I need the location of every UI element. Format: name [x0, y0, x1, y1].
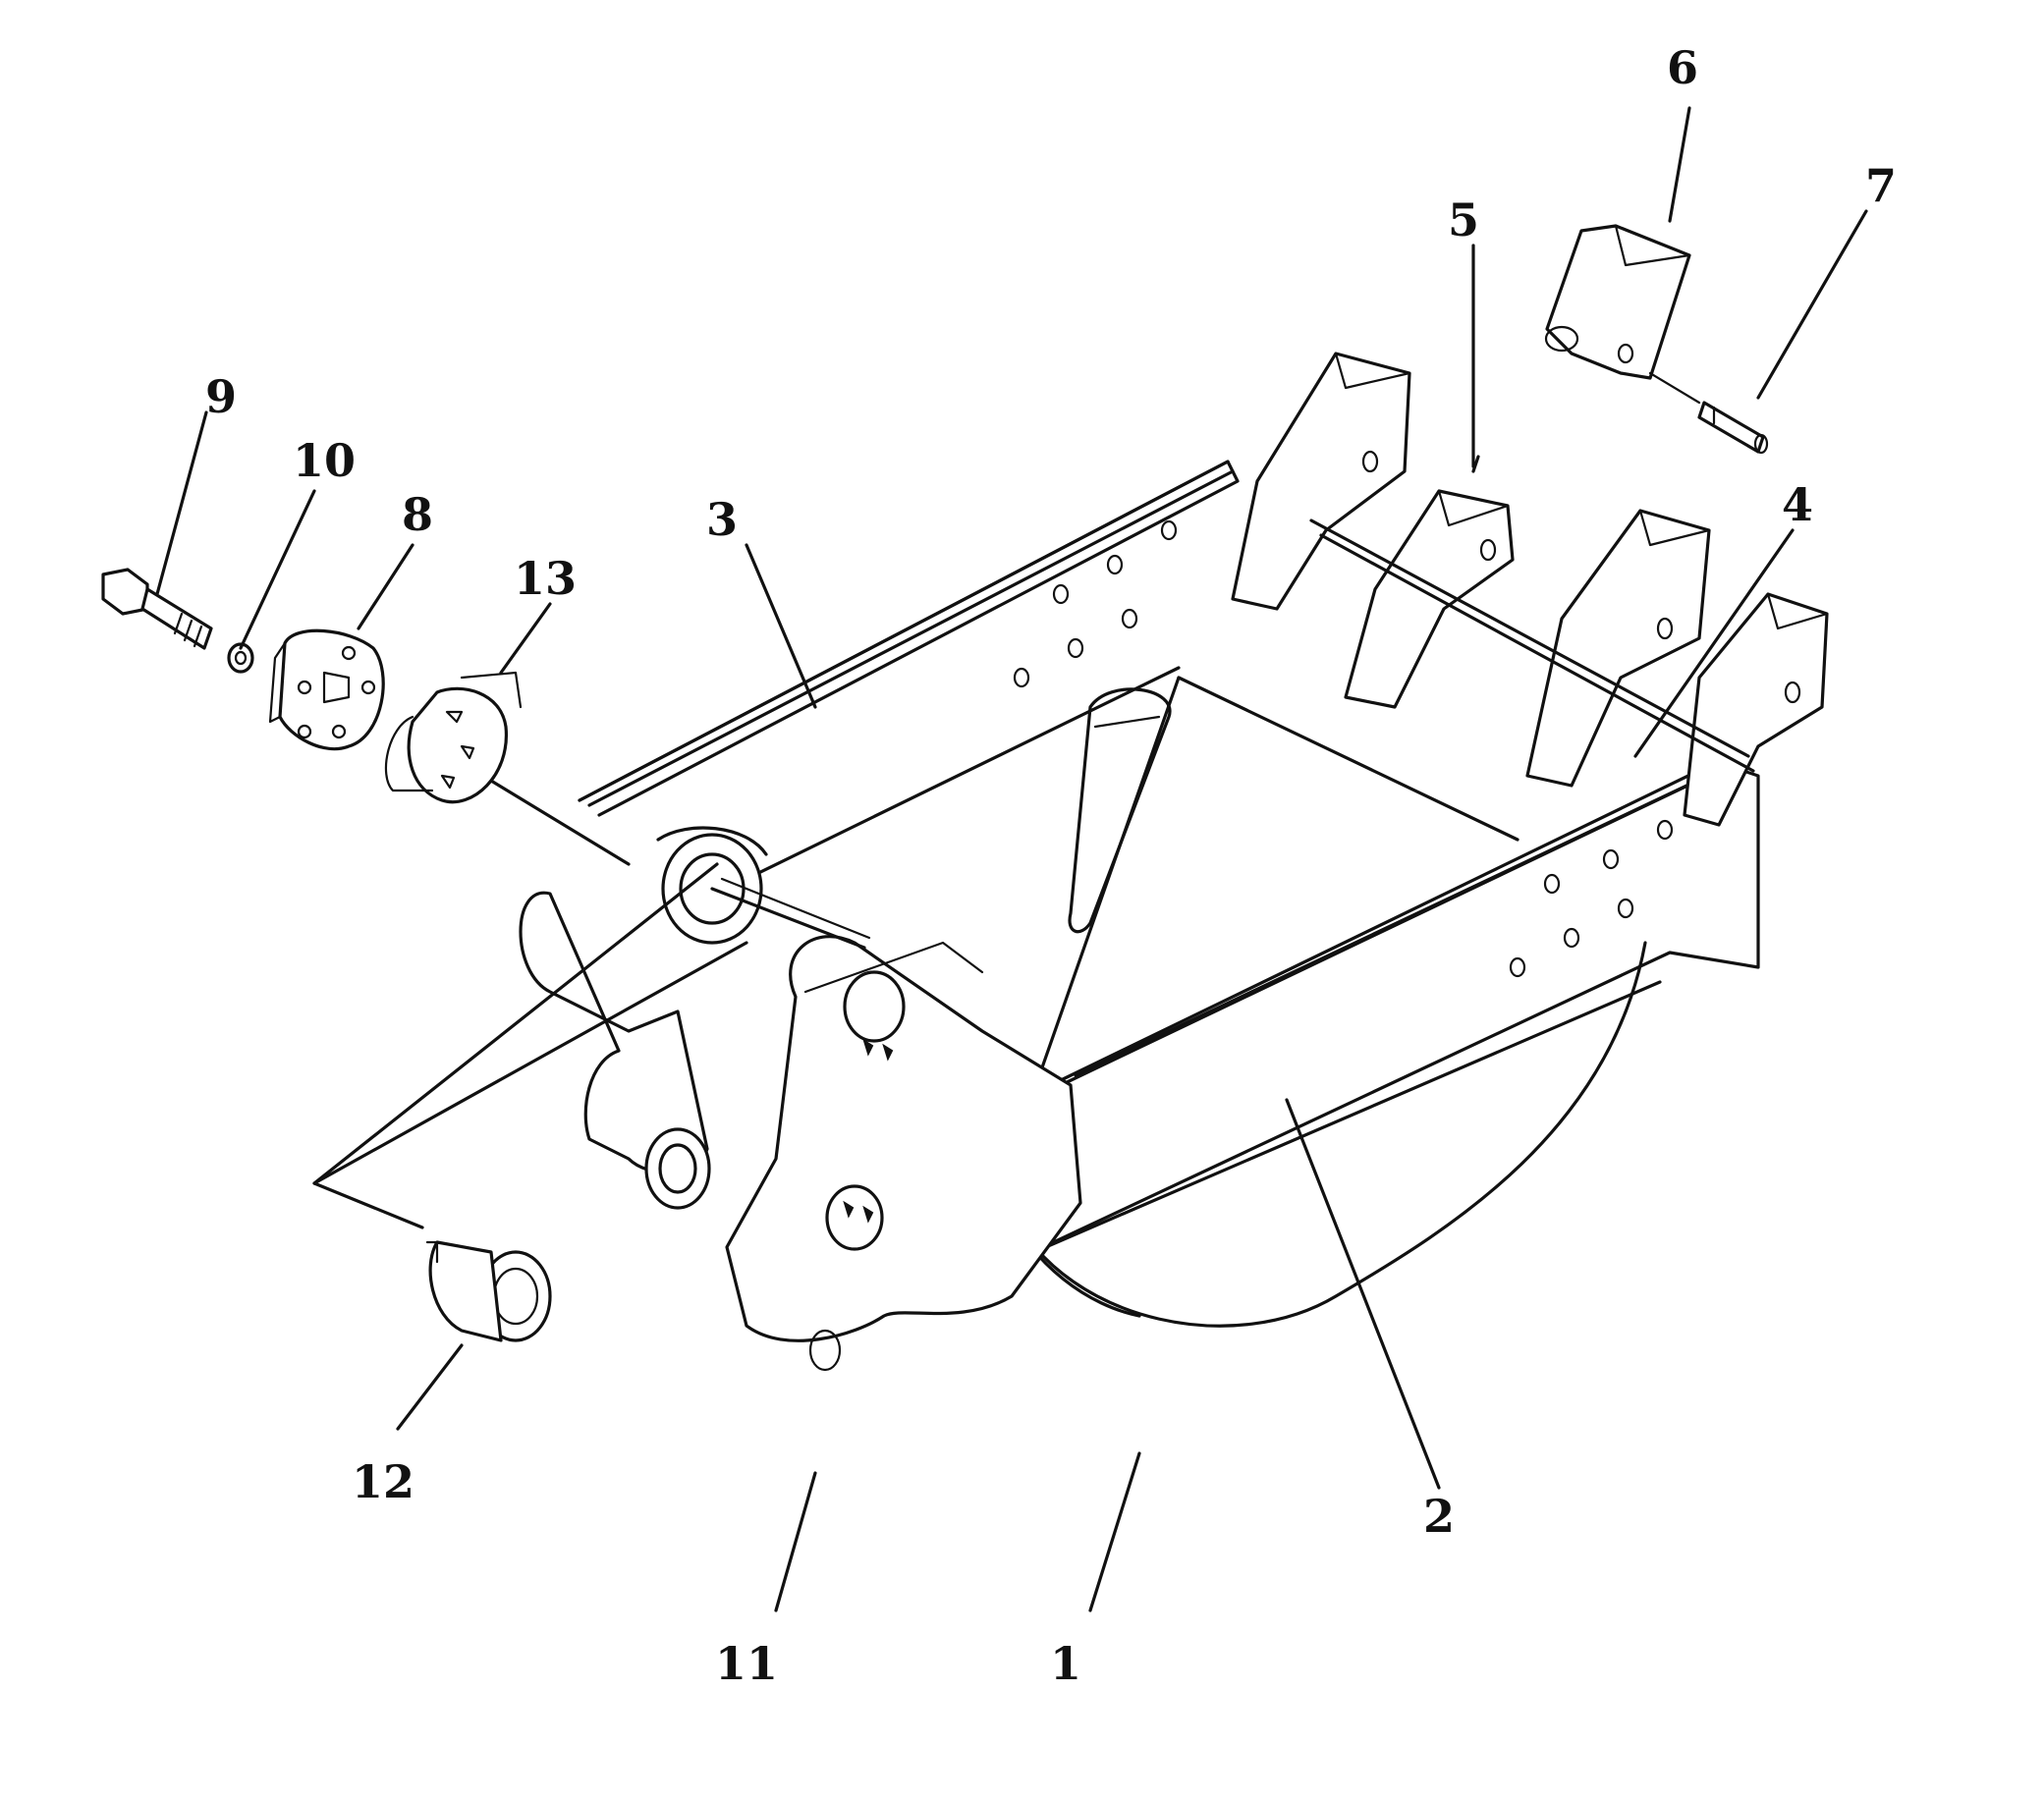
tooth-pin-7	[1648, 371, 1769, 455]
callout-1: 1	[1050, 1637, 1081, 1690]
hinge-bracket-11	[725, 935, 1082, 1372]
callout-5: 5	[1448, 193, 1479, 246]
callout-11: 11	[715, 1637, 778, 1690]
bolt-holes-right	[1509, 819, 1674, 978]
callout-9: 9	[205, 370, 237, 423]
left-boss	[519, 826, 871, 1210]
callout-3: 3	[706, 493, 738, 546]
bucket-body	[578, 460, 1760, 1328]
leader-lines	[155, 106, 1868, 1612]
callout-labels: 1 2 3 4 5 6 7 8 9 10 11 12 13	[205, 41, 1897, 1690]
bolt-9	[101, 568, 213, 650]
callout-10: 10	[293, 434, 356, 487]
bolt-holes-left	[1013, 519, 1178, 688]
callout-4: 4	[1782, 478, 1813, 531]
callout-7: 7	[1865, 159, 1897, 212]
bushing-12	[425, 1240, 552, 1342]
tooth-point-6	[1544, 224, 1691, 380]
callout-6: 6	[1667, 41, 1698, 94]
lock-plate-8	[268, 628, 385, 751]
callout-13: 13	[514, 552, 577, 605]
callout-8: 8	[402, 488, 433, 541]
teeth-row	[1231, 352, 1829, 827]
washer-10	[227, 642, 254, 674]
callout-2: 2	[1423, 1490, 1455, 1543]
callout-12: 12	[352, 1455, 414, 1508]
shims-13	[384, 671, 523, 804]
